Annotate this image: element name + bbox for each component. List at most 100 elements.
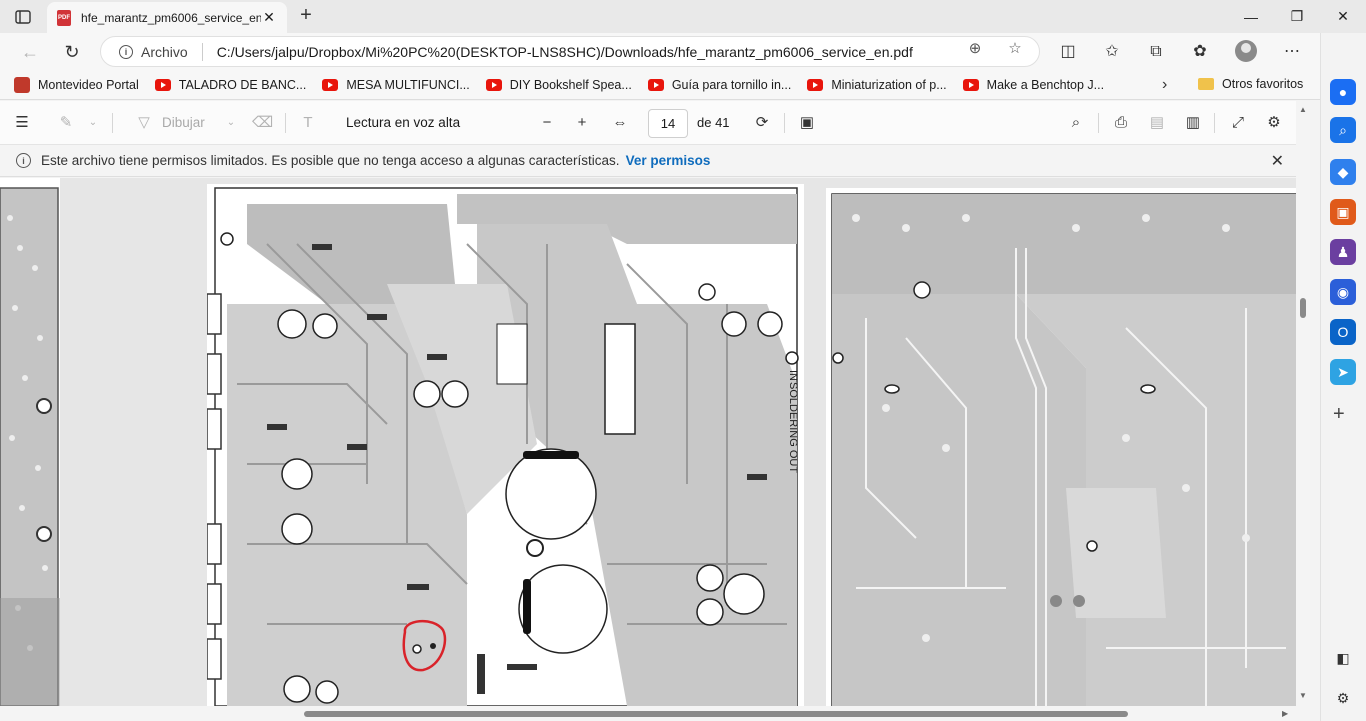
- sidebar-toggle-icon[interactable]: ◧: [1336, 649, 1350, 666]
- montevideo-portal-icon: [14, 76, 30, 93]
- favorites-icon[interactable]: ✩: [1105, 43, 1119, 60]
- bookmark-label: MESA MULTIFUNCI...: [346, 77, 470, 92]
- collections-icon[interactable]: ⧉: [1150, 43, 1162, 60]
- shopping-tag-icon[interactable]: ◆: [1330, 159, 1356, 185]
- bookmark-item[interactable]: DIY Bookshelf Spea...: [485, 77, 632, 92]
- vertical-scrollbar[interactable]: ▲ ▼: [1296, 101, 1310, 706]
- scroll-down-icon[interactable]: ▼: [1299, 691, 1307, 700]
- more-options-icon[interactable]: ⋯: [1284, 43, 1300, 60]
- pdf-viewer[interactable]: SOLDERING OUT IN: [0, 178, 1296, 706]
- bookmark-item[interactable]: Montevideo Portal: [14, 76, 139, 93]
- new-tab-button[interactable]: +: [300, 4, 312, 26]
- refresh-icon[interactable]: ↻: [64, 41, 80, 62]
- page-count: de 41: [697, 115, 730, 130]
- divider: [112, 113, 113, 133]
- fullscreen-icon[interactable]: ⤢: [1231, 114, 1244, 131]
- pdf-page-partial: [0, 178, 60, 706]
- other-favorites-folder[interactable]: Otros favoritos: [1198, 77, 1303, 91]
- horizontal-scrollbar[interactable]: ▶: [0, 706, 1310, 721]
- pcb-drawing: [826, 188, 1296, 706]
- highlight-icon[interactable]: ✎: [59, 114, 73, 131]
- bookmark-item[interactable]: Make a Benchtop J...: [962, 77, 1105, 92]
- address-bar[interactable]: i Archivo C:/Users/jalpu/Dropbox/Mi%20PC…: [100, 36, 1040, 67]
- bookmark-label: DIY Bookshelf Spea...: [509, 77, 632, 92]
- back-arrow-icon[interactable]: ←: [21, 41, 39, 62]
- bookmark-item[interactable]: Miniaturization of p...: [807, 78, 947, 92]
- bookmark-label: TALADRO DE BANC...: [178, 77, 307, 92]
- pcb-drawing: SOLDERING OUT IN: [206, 184, 804, 706]
- split-screen-icon[interactable]: ◫: [1060, 43, 1076, 60]
- sidebar-settings-gear-icon[interactable]: ⚙: [1336, 689, 1350, 706]
- close-window-button[interactable]: ✕: [1337, 8, 1349, 24]
- zoom-icon[interactable]: ⊕: [968, 40, 982, 57]
- save-as-icon[interactable]: ▥: [1185, 114, 1201, 131]
- maximize-button[interactable]: ❐: [1290, 8, 1304, 24]
- search-icon[interactable]: ⌕: [1071, 114, 1081, 131]
- bookmark-label: Guía para tornillo in...: [671, 77, 792, 92]
- bookmark-item[interactable]: Guía para tornillo in...: [647, 77, 792, 92]
- scroll-up-icon[interactable]: ▲: [1299, 105, 1307, 114]
- divider: [201, 42, 203, 61]
- chevron-right-icon[interactable]: ›: [1162, 76, 1168, 93]
- bookmark-label: Montevideo Portal: [38, 77, 139, 92]
- notifications-bell-icon[interactable]: ●: [1330, 79, 1356, 105]
- pcb-in-label: IN: [787, 370, 799, 381]
- divider: [1214, 113, 1215, 133]
- page-number-input[interactable]: 14: [648, 109, 688, 138]
- table-of-contents-icon[interactable]: ☰: [15, 114, 29, 131]
- profile-avatar[interactable]: [1235, 40, 1257, 62]
- bookmark-label: Make a Benchtop J...: [986, 77, 1105, 92]
- favorite-star-icon[interactable]: ☆: [1008, 40, 1022, 57]
- pdf-page-14: SOLDERING OUT IN: [206, 184, 804, 706]
- pdf-file-icon: PDF: [57, 9, 71, 26]
- draw-icon[interactable]: ▽: [138, 114, 150, 131]
- permissions-message: Este archivo tiene permisos limitados. E…: [41, 153, 620, 168]
- scroll-thumb[interactable]: [304, 711, 1128, 717]
- rotate-icon[interactable]: ⟳: [755, 114, 769, 131]
- title-bar: PDF hfe_marantz_pm6006_service_en ✕ + — …: [0, 0, 1366, 33]
- page-view-icon[interactable]: ▣: [799, 114, 815, 131]
- permissions-infobar: i Este archivo tiene permisos limitados.…: [0, 145, 1296, 177]
- edge-sidebar: ● ⌕ ◆ ▣ ♟ ◉ O ➤ + ◧ ⚙: [1320, 33, 1366, 721]
- microsoft-365-icon[interactable]: ◉: [1330, 279, 1356, 305]
- tools-briefcase-icon[interactable]: ▣: [1330, 199, 1356, 225]
- youtube-icon: [647, 78, 664, 91]
- browser-tab[interactable]: PDF hfe_marantz_pm6006_service_en ✕: [47, 2, 287, 33]
- zoom-in-icon[interactable]: +: [577, 114, 587, 131]
- print-icon[interactable]: ⎙: [1114, 114, 1127, 131]
- tab-actions-icon[interactable]: [12, 7, 34, 27]
- draw-label[interactable]: Dibujar: [162, 115, 205, 130]
- scroll-right-icon[interactable]: ▶: [1282, 709, 1289, 718]
- youtube-icon: [154, 78, 171, 91]
- chevron-down-icon[interactable]: ⌄: [88, 117, 98, 128]
- fit-width-icon[interactable]: ⇔: [612, 114, 628, 131]
- other-favorites-label: Otros favoritos: [1222, 77, 1304, 91]
- tab-close-icon[interactable]: ✕: [263, 9, 275, 25]
- send-icon[interactable]: ➤: [1330, 359, 1356, 385]
- minimize-button[interactable]: —: [1244, 8, 1258, 25]
- chevron-down-icon[interactable]: ⌄: [226, 117, 236, 128]
- zoom-out-icon[interactable]: −: [542, 114, 552, 131]
- games-icon[interactable]: ♟: [1330, 239, 1356, 265]
- read-aloud-button[interactable]: Lectura en voz alta: [346, 115, 461, 130]
- search-icon[interactable]: ⌕: [1330, 117, 1356, 143]
- bookmark-item[interactable]: MESA MULTIFUNCI...: [322, 77, 470, 92]
- text-box-icon[interactable]: T: [303, 114, 313, 131]
- divider: [784, 113, 785, 133]
- divider: [285, 113, 286, 133]
- site-info-icon[interactable]: i: [119, 44, 133, 59]
- close-icon[interactable]: ✕: [1270, 153, 1284, 170]
- youtube-icon: [962, 78, 979, 91]
- add-app-icon[interactable]: +: [1333, 403, 1345, 425]
- bookmarks-bar: Montevideo Portal TALADRO DE BANC... MES…: [0, 70, 1320, 100]
- youtube-icon: [807, 78, 824, 91]
- settings-gear-icon[interactable]: ⚙: [1267, 114, 1281, 131]
- save-icon[interactable]: ▤: [1149, 114, 1165, 131]
- bookmark-item[interactable]: TALADRO DE BANC...: [154, 77, 307, 92]
- performance-icon[interactable]: ✿: [1193, 43, 1207, 60]
- url-text[interactable]: C:/Users/jalpu/Dropbox/Mi%20PC%20(DESKTO…: [216, 43, 913, 60]
- view-permissions-link[interactable]: Ver permisos: [625, 153, 711, 168]
- eraser-icon[interactable]: ⌫: [252, 114, 274, 131]
- outlook-icon[interactable]: O: [1330, 319, 1356, 345]
- scroll-thumb[interactable]: [1300, 298, 1306, 318]
